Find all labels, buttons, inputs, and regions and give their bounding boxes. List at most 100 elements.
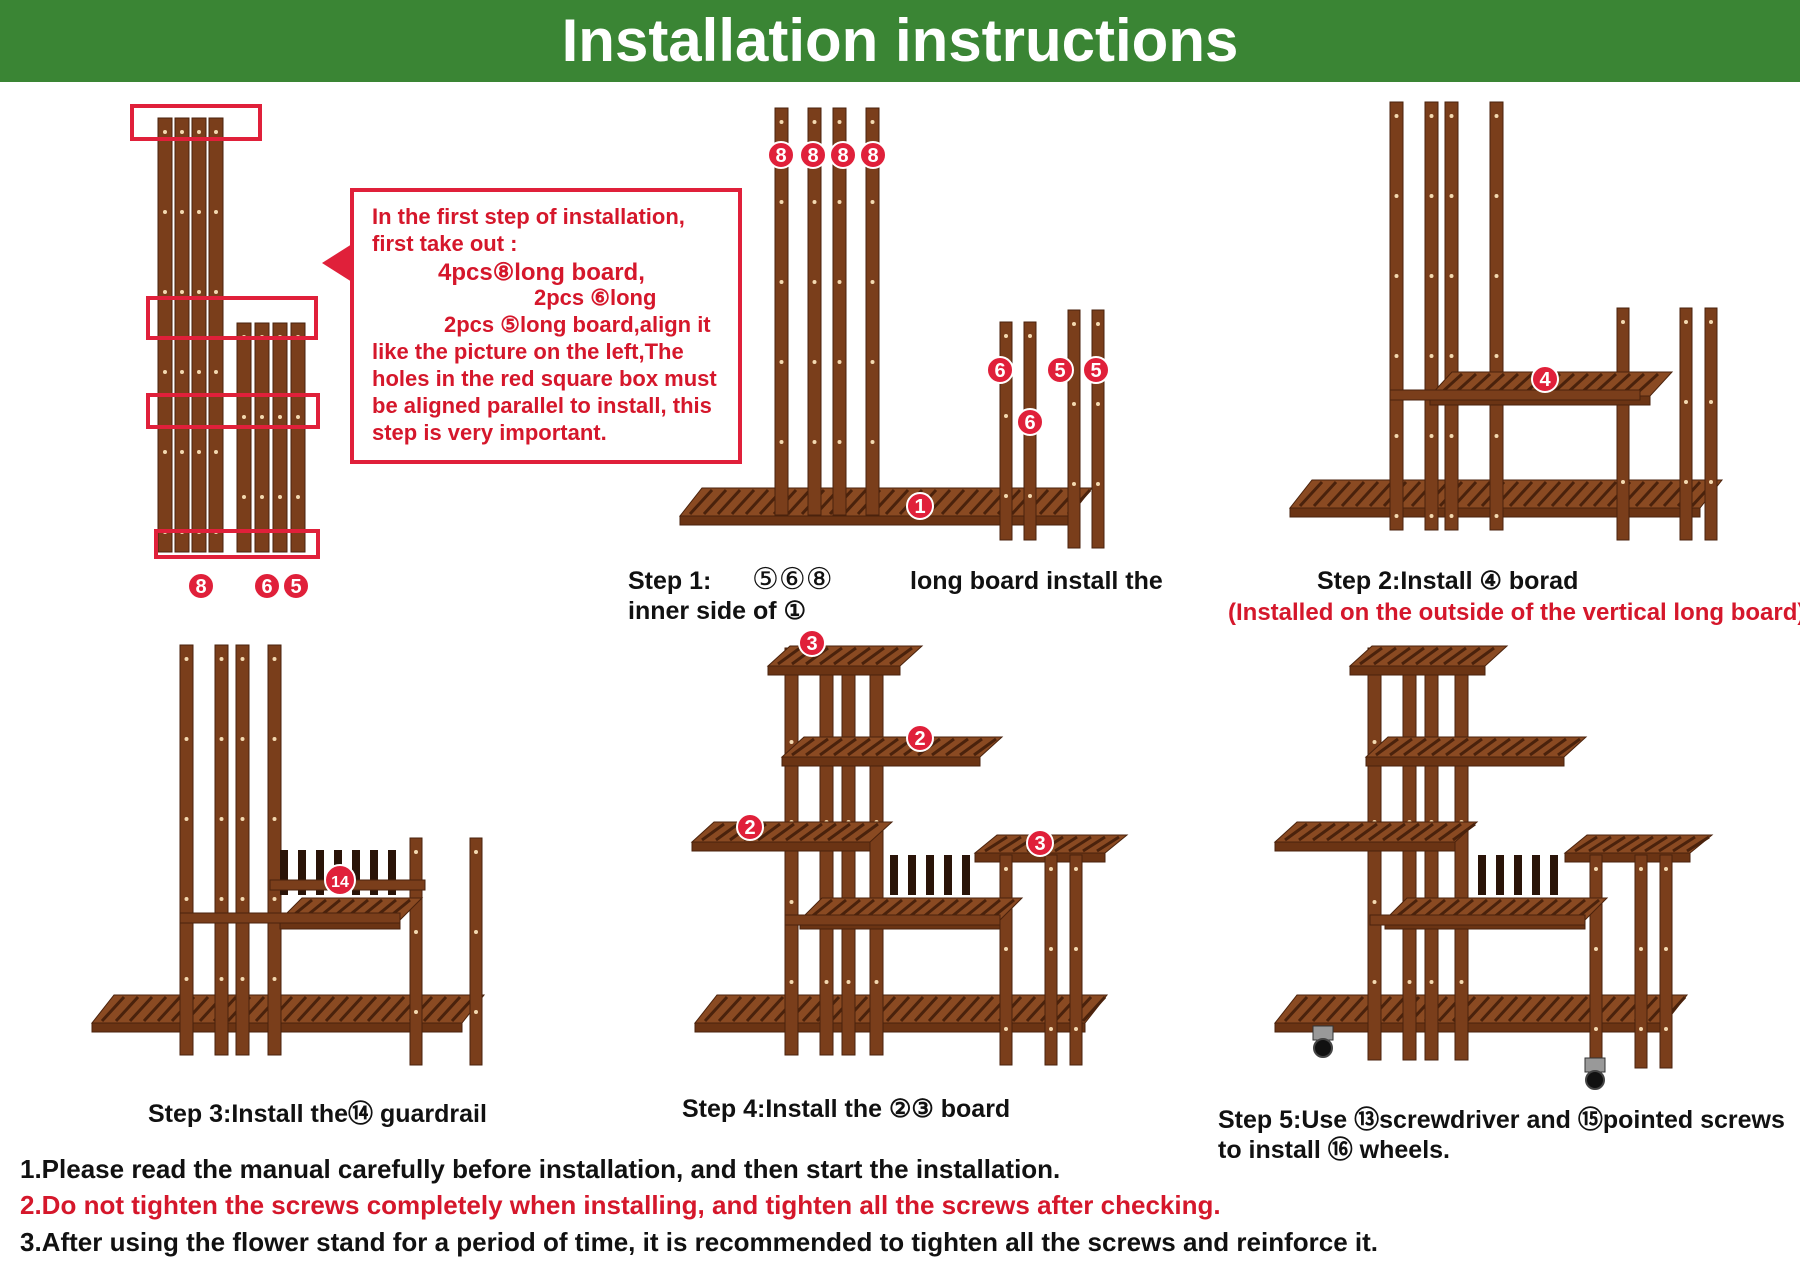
shelf-slat-gap xyxy=(889,646,913,666)
shelf-slat-gap xyxy=(805,737,829,757)
shelf-slat-gap xyxy=(819,646,843,666)
badge-circle xyxy=(324,864,356,896)
screw-hole xyxy=(1004,334,1008,338)
screw-hole xyxy=(219,737,224,741)
shelf-slat-gap xyxy=(1479,995,1505,1023)
wood-post xyxy=(208,117,224,553)
shelf-slat-gap xyxy=(1501,737,1525,757)
screw-hole xyxy=(219,897,224,901)
screw-hole xyxy=(163,210,167,214)
screw-hole xyxy=(1004,947,1008,951)
part-number-badge: 2 xyxy=(906,724,934,752)
guardrail-picket xyxy=(280,850,288,895)
wood-post xyxy=(1704,307,1718,541)
screw-hole xyxy=(219,977,224,981)
screw-hole xyxy=(1429,354,1434,358)
page-title: Installation instructions xyxy=(561,7,1239,74)
shelf-slat-gap xyxy=(785,822,809,842)
caster-wheel xyxy=(1585,1070,1605,1090)
part-number-badge: 8 xyxy=(799,141,827,169)
shelf-slat-gap xyxy=(1424,822,1448,842)
wood-post xyxy=(1424,647,1439,1061)
screw-hole xyxy=(1709,320,1713,324)
screw-hole xyxy=(1684,400,1688,404)
shelf-slat-gap xyxy=(931,737,955,757)
part-number-badge: 8 xyxy=(859,141,887,169)
shelf-slat-gap xyxy=(1473,737,1497,757)
callout-line: holes in the red square box must xyxy=(372,366,717,391)
screw-hole xyxy=(197,370,201,374)
shelf-slat-gap xyxy=(1368,822,1392,842)
wood-post xyxy=(267,644,282,1056)
part-number-badge: 8 xyxy=(767,141,795,169)
screw-hole xyxy=(1494,514,1499,518)
badge-number: 2 xyxy=(744,817,755,839)
shelf-slat-gap xyxy=(819,737,843,757)
wood-post xyxy=(1367,647,1382,1061)
wood-post xyxy=(869,647,884,1056)
screw-hole xyxy=(1074,947,1078,951)
screw-hole xyxy=(1429,194,1434,198)
wood-post xyxy=(865,107,880,516)
badge-number: 5 xyxy=(1054,360,1065,382)
wood-post xyxy=(1634,854,1648,1069)
screw-hole xyxy=(837,120,842,124)
wood-post xyxy=(1679,307,1693,541)
wood-post xyxy=(1616,307,1630,541)
shelf-slat-gap xyxy=(296,995,322,1023)
screw-hole xyxy=(1664,867,1668,871)
wood-post xyxy=(999,321,1013,541)
shelf-slat-gap xyxy=(791,737,815,757)
wheel-bracket xyxy=(1584,1057,1606,1073)
badge-number: 6 xyxy=(261,576,272,598)
shelf-slat-gap xyxy=(759,995,785,1023)
screw-hole xyxy=(184,817,189,821)
screw-hole xyxy=(1004,414,1008,418)
screw-hole xyxy=(414,930,418,934)
shelf-slat-gap xyxy=(114,995,140,1023)
shelf-slat-gap xyxy=(1443,646,1467,666)
screw-hole xyxy=(1049,947,1053,951)
screw-hole xyxy=(779,280,784,284)
screw-hole xyxy=(240,817,245,821)
guardrail-picket xyxy=(1478,855,1486,895)
step5-caption-line2: to install ⑯ wheels. xyxy=(1218,1136,1450,1164)
shelf-slat-gap xyxy=(1415,646,1439,666)
guardrail-picket xyxy=(1532,855,1540,895)
step4-caption: Step 4:Install the ②③ board xyxy=(682,1095,1011,1123)
shelf-slat-gap xyxy=(1375,737,1399,757)
shelf-slat-gap xyxy=(1686,835,1710,853)
screw-hole xyxy=(1429,514,1434,518)
screw-hole xyxy=(789,900,794,904)
shelf-slat-gap xyxy=(1054,835,1078,853)
shelf-slat-gap xyxy=(142,995,168,1023)
part-number-badge: 8 xyxy=(187,572,215,600)
part-number-badge: 1 xyxy=(906,492,934,520)
wood-crossbar xyxy=(1369,914,1586,926)
shelf-slat-gap xyxy=(310,995,336,1023)
screw-hole xyxy=(184,897,189,901)
badge-circle xyxy=(798,629,826,657)
shelf-slat-gap xyxy=(1644,835,1668,853)
screw-hole xyxy=(219,817,224,821)
screw-hole xyxy=(1639,947,1643,951)
shelf-slat-gap xyxy=(1312,822,1336,842)
screw-hole xyxy=(1372,980,1377,984)
screw-hole xyxy=(1684,320,1688,324)
wood-post xyxy=(191,117,207,553)
shelf-slat-gap xyxy=(1340,480,1366,508)
step2-caption: Step 2:Install ④ borad xyxy=(1317,567,1579,595)
screw-hole xyxy=(1594,1027,1598,1031)
guardrail-picket xyxy=(370,850,378,895)
shelf-slat-gap xyxy=(1536,480,1562,508)
shelf-slat-gap xyxy=(1457,646,1481,666)
shelf-slat-gap xyxy=(1634,480,1660,508)
shelf-slat-gap xyxy=(875,646,899,666)
badge-circle xyxy=(906,492,934,520)
shelf-slat-gap xyxy=(959,737,983,757)
shelf-slat-gap xyxy=(1452,822,1476,842)
wood-post xyxy=(999,854,1013,1066)
shelf-slat-gap xyxy=(1326,480,1352,508)
step1-caption-parts: ⑤⑥⑧ xyxy=(752,563,833,596)
